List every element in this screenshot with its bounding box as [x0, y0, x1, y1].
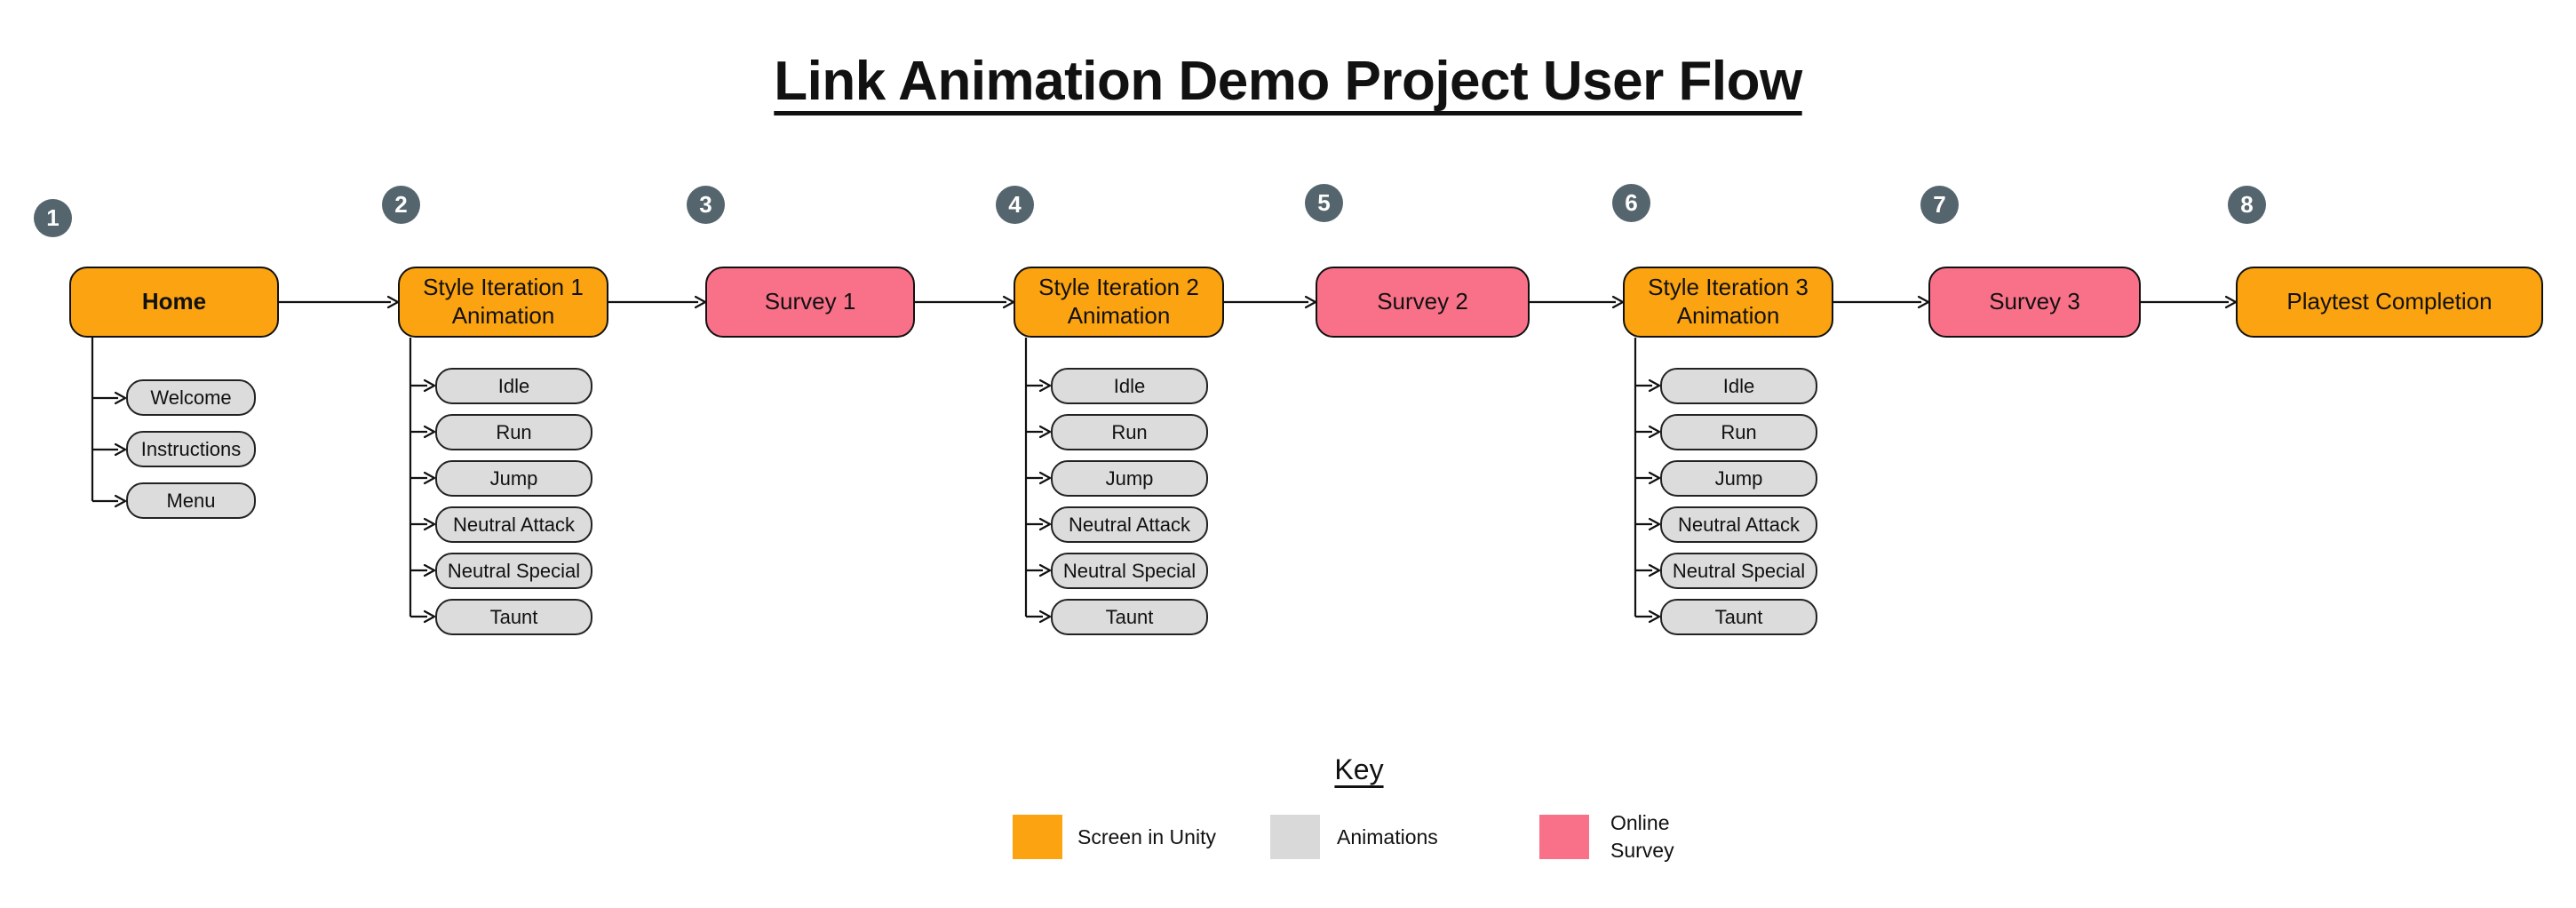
legend-label-online-survey: Online Survey [1610, 811, 1674, 862]
legend-title: Key [1334, 753, 1384, 785]
animation-chip: Neutral Special [435, 553, 592, 589]
animation-chip: Taunt [1051, 599, 1208, 635]
chip-label: Idle [497, 374, 530, 397]
animation-chip: Idle [435, 368, 592, 404]
flow-node-home: Home [69, 267, 279, 338]
chip-label: Run [496, 420, 532, 443]
node-label: Style Iteration 1 Animation [423, 274, 584, 329]
chip-label: Menu [166, 489, 216, 512]
chip-label: Taunt [489, 605, 538, 628]
node-label: Survey 2 [1377, 288, 1468, 315]
step-badge-3: 3 [687, 186, 725, 224]
chip-label: Idle [1722, 374, 1755, 397]
animation-chip: Neutral Special [1660, 553, 1817, 589]
step-number: 5 [1317, 189, 1331, 216]
flow-node-survey-1: Survey 1 [705, 267, 915, 338]
chip-label: Neutral Attack [453, 513, 575, 536]
animation-chip: Idle [1051, 368, 1208, 404]
home-subscreen-chip: Welcome [126, 379, 256, 416]
legend-swatch-animations [1270, 815, 1320, 859]
animation-chip: Taunt [1660, 599, 1817, 635]
node-label: Playtest Completion [2286, 288, 2493, 315]
node-label: Style Iteration 3 Animation [1648, 274, 1809, 329]
chip-label: Welcome [150, 386, 232, 409]
chip-label: Jump [1105, 466, 1154, 490]
chip-label: Neutral Special [1672, 559, 1806, 582]
step-number: 8 [2240, 191, 2254, 218]
step-badge-6: 6 [1612, 184, 1650, 222]
chip-label: Instructions [140, 437, 242, 460]
animation-chip: Neutral Attack [1660, 506, 1817, 543]
chip-label: Neutral Attack [1069, 513, 1190, 536]
chip-label: Taunt [1714, 605, 1763, 628]
legend-swatch-screen-in-unity [1013, 815, 1062, 859]
chip-label: Taunt [1105, 605, 1154, 628]
animation-chip: Neutral Attack [435, 506, 592, 543]
chip-label: Idle [1113, 374, 1146, 397]
flow-node-survey-2: Survey 2 [1316, 267, 1530, 338]
animation-chip: Neutral Special [1051, 553, 1208, 589]
step-number: 3 [699, 191, 712, 218]
chip-label: Run [1111, 420, 1148, 443]
step-badge-2: 2 [382, 186, 420, 224]
step-badge-7: 7 [1920, 186, 1959, 224]
node-label: Style Iteration 2 Animation [1038, 274, 1199, 329]
chip-label: Neutral Special [1062, 559, 1197, 582]
node-label: Survey 3 [1989, 288, 2080, 315]
legend-label-animations: Animations [1337, 824, 1438, 848]
animation-chip: Neutral Attack [1051, 506, 1208, 543]
animation-chip: Jump [435, 460, 592, 497]
step-badge-4: 4 [996, 186, 1034, 224]
legend-swatch-online-survey [1539, 815, 1589, 859]
chip-label: Neutral Attack [1678, 513, 1800, 536]
flow-node-style-iteration-2: Style Iteration 2 Animation [1014, 267, 1224, 338]
chip-label: Neutral Special [447, 559, 581, 582]
chip-label: Run [1721, 420, 1757, 443]
animation-chip: Idle [1660, 368, 1817, 404]
chip-label: Jump [489, 466, 538, 490]
animation-chip: Jump [1051, 460, 1208, 497]
animation-chip: Taunt [435, 599, 592, 635]
animation-chip: Jump [1660, 460, 1817, 497]
diagram-title: Link Animation Demo Project User Flow [774, 51, 1802, 112]
step-number: 2 [394, 191, 408, 218]
step-number: 7 [1933, 191, 1946, 218]
legend-label-screen-in-unity: Screen in Unity [1077, 824, 1216, 848]
home-subscreen-chip: Menu [126, 482, 256, 519]
flow-node-playtest-completion: Playtest Completion [2236, 267, 2543, 338]
animation-chip: Run [1051, 414, 1208, 450]
animation-chip: Run [435, 414, 592, 450]
node-label: Survey 1 [764, 288, 856, 315]
home-subscreen-chip: Instructions [126, 431, 256, 467]
step-badge-8: 8 [2228, 186, 2266, 224]
flow-node-style-iteration-3: Style Iteration 3 Animation [1623, 267, 1833, 338]
flow-node-style-iteration-1: Style Iteration 1 Animation [398, 267, 608, 338]
step-number: 1 [46, 204, 60, 231]
animation-chip: Run [1660, 414, 1817, 450]
step-number: 4 [1008, 191, 1022, 218]
step-number: 6 [1625, 189, 1638, 216]
flow-node-survey-3: Survey 3 [1928, 267, 2141, 338]
chip-label: Jump [1714, 466, 1763, 490]
node-label: Home [141, 288, 207, 315]
step-badge-1: 1 [34, 199, 72, 237]
step-badge-5: 5 [1305, 184, 1343, 222]
